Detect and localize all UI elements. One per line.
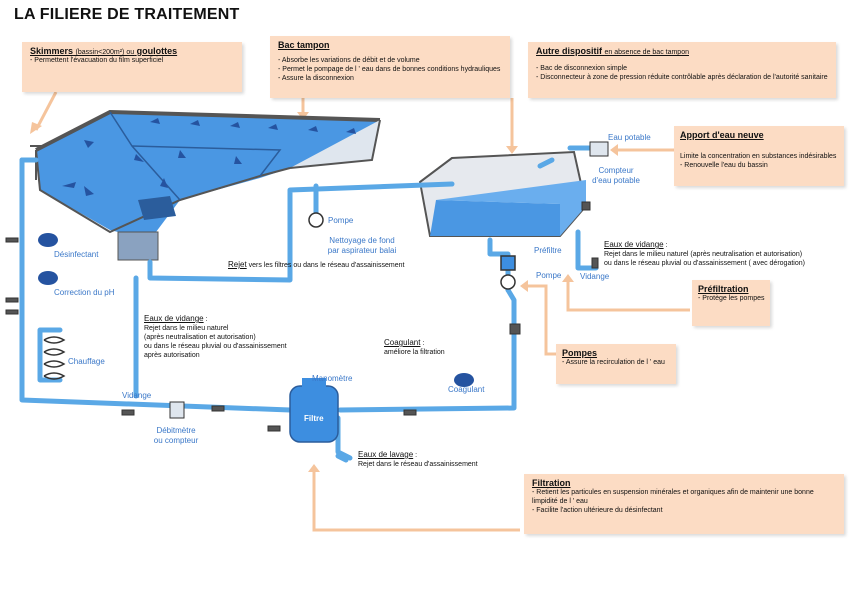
debitmetre-label: Débitmètre ou compteur	[146, 426, 206, 446]
compteur-device	[589, 141, 609, 157]
pool	[30, 109, 381, 261]
autre-dispositif-title: Autre dispositif	[536, 46, 603, 56]
skimmers-line-1: - Permettent l'évacuation du film superf…	[30, 57, 164, 64]
heater-coils	[43, 336, 66, 380]
pompes-title: Pompes	[562, 348, 598, 358]
filtration-title: Filtration	[532, 478, 571, 488]
coagulant-colon: :	[420, 340, 425, 347]
bac-tampon-line-3: - Assure la disconnexion	[278, 75, 354, 82]
vidange-left-text: Eaux de vidange : Rejet dans le milieu n…	[144, 314, 287, 360]
eau-potable-label: Eau potable	[608, 133, 651, 142]
filtre-label: Filtre	[304, 414, 324, 423]
page-title: LA FILIERE DE TRAITEMENT	[14, 6, 240, 23]
vidange-left-line-1: Rejet dans le milieu naturel	[144, 325, 229, 332]
prefiltration-title: Préfiltration	[698, 284, 749, 294]
coagulant-title: Coagulant	[384, 338, 421, 347]
debitmetre-label-line-1: Débitmètre	[156, 426, 196, 435]
pump-icons	[308, 212, 516, 290]
vidange-left-label: Vidange	[122, 391, 152, 400]
rejet-rest: vers les filtres ou dans le réseau d'ass…	[246, 262, 405, 269]
pompe-label: Pompe	[536, 271, 562, 280]
vidange-right-colon: :	[663, 242, 668, 249]
apport-eau-line-2: - Renouvelle l'eau du bassin	[680, 162, 768, 169]
pompe-aspirateur-label: Pompe	[328, 216, 354, 225]
vidange-left-line-3: ou dans le réseau pluvial ou d'assainiss…	[144, 343, 287, 350]
coagulant-text: Coagulant : améliore la filtration	[384, 338, 445, 357]
lavage-title: Eaux de lavage	[358, 450, 414, 459]
correction-ph-label: Correction du pH	[54, 288, 115, 297]
manometre-label: Manomètre	[312, 374, 353, 383]
pipes	[19, 145, 599, 463]
filtration-line-2: limpidité de l ' eau	[532, 498, 588, 505]
autre-dispositif-box: Autre dispositif en absence de bac tampo…	[528, 42, 836, 98]
vidange-right-line-2: ou dans le réseau pluvial ou d'assainiss…	[604, 260, 805, 267]
lavage-line: Rejet dans le réseau d'assainissement	[358, 461, 478, 468]
filtration-line-1: - Retient les particules en suspension m…	[532, 489, 814, 496]
nettoyage-label-line-1: Nettoyage de fond	[329, 236, 395, 245]
lavage-text: Eaux de lavage : Rejet dans le réseau d'…	[358, 450, 478, 469]
compteur-label-line-1: Compteur	[598, 166, 634, 175]
skimmers-title2: goulottes	[136, 46, 178, 56]
skimmers-box: Skimmers (bassin<200m²) ou goulottes - P…	[22, 42, 242, 92]
bac-tampon-tank	[418, 150, 588, 237]
chauffage-label: Chauffage	[68, 357, 105, 366]
bac-tampon-box: Bac tampon - Absorbe les variations de d…	[270, 36, 510, 98]
compteur-label-line-2: d'eau potable	[592, 176, 640, 185]
rejet-text: Rejet vers les filtres ou dans le réseau…	[228, 260, 404, 270]
autre-dispositif-title-small: en absence de bac tampon	[604, 49, 689, 56]
vidange-right-line-1: Rejet dans le milieu naturel (après neut…	[604, 251, 803, 258]
apport-eau-title: Apport d'eau neuve	[680, 130, 764, 140]
vidange-left-line-2: (après neutralisation et autorisation)	[144, 334, 256, 341]
autre-dispositif-line-2: - Disconnecteur à zone de pression rédui…	[536, 74, 828, 81]
apport-eau-box: Apport d'eau neuve Limite la concentrati…	[674, 126, 844, 186]
vidange-left-line-4: après autorisation	[144, 352, 200, 359]
vidange-left-colon: :	[203, 316, 208, 323]
bac-tampon-title: Bac tampon	[278, 40, 330, 50]
prefiltration-box: Préfiltration - Protège les pompes	[692, 280, 770, 326]
autre-dispositif-line-1: - Bac de disconnexion simple	[536, 65, 628, 72]
nettoyage-label-line-2: par aspirateur balai	[327, 246, 397, 255]
coagulant-line: améliore la filtration	[384, 349, 445, 356]
bac-tampon-line-2: - Permet le pompage de l ' eau dans de b…	[278, 66, 501, 73]
debitmetre-device	[169, 401, 185, 419]
debitmetre-label-line-2: ou compteur	[153, 436, 199, 445]
coagulant-label: Coagulant	[448, 385, 485, 394]
prefiltration-line-1: - Protège les pompes	[698, 295, 765, 302]
pompes-line-1: - Assure la recirculation de l ' eau	[562, 359, 665, 366]
skimmers-title-small: (bassin<200m²) ou	[75, 49, 135, 56]
skimmers-title: Skimmers	[30, 46, 74, 56]
vidange-left-title: Eaux de vidange	[144, 314, 204, 323]
filtre-vessel	[289, 378, 339, 443]
bac-tampon-line-1: - Absorbe les variations de débit et de …	[278, 57, 420, 64]
lavage-colon: :	[413, 452, 418, 459]
nettoyage-label: Nettoyage de fond par aspirateur balai	[312, 236, 412, 256]
vidange-right-text: Eaux de vidange : Rejet dans le milieu n…	[604, 240, 805, 268]
filtration-line-3: - Facilite l'action ultérieure du désinf…	[532, 507, 663, 514]
rejet-title: Rejet	[228, 260, 247, 269]
vidange-right-title: Eaux de vidange	[604, 240, 664, 249]
dosing-tanks	[38, 233, 474, 387]
compteur-label: Compteur d'eau potable	[586, 166, 646, 186]
desinfectant-label: Désinfectant	[54, 250, 99, 259]
callout-arrows	[34, 91, 690, 532]
prefiltre-label: Préfiltre	[534, 246, 562, 255]
pompes-box: Pompes - Assure la recirculation de l ' …	[556, 344, 676, 384]
apport-eau-line-1: Limite la concentration en substances in…	[680, 153, 837, 160]
filtration-box: Filtration - Retient les particules en s…	[524, 474, 844, 534]
valves	[5, 201, 599, 432]
vidange-right-label: Vidange	[580, 272, 610, 281]
